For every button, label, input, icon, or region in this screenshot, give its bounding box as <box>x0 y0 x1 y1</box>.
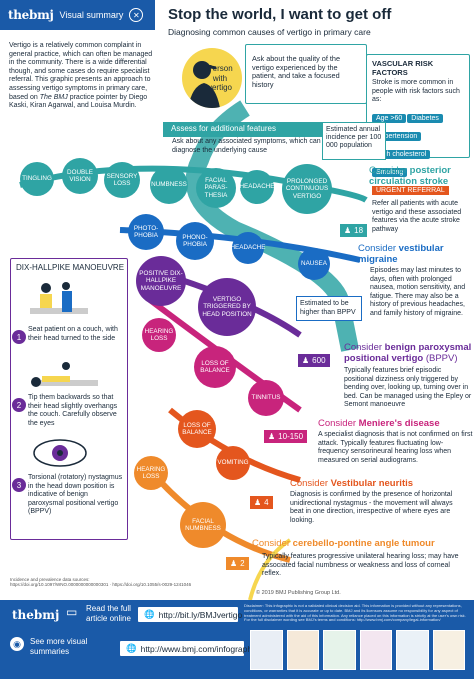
person-silhouette-icon: ♟ <box>268 432 276 441</box>
thumbnail[interactable] <box>432 630 465 670</box>
step-number: 1 <box>12 330 26 344</box>
dix-step-text: Tip them backwards so that their head sl… <box>28 394 118 427</box>
dix-step-text: Seat patient on a couch, with their head… <box>28 326 118 342</box>
symptom-bubble: POSITIVE DIX-HALLPIKE MANOEUVRE <box>136 256 186 306</box>
page-subtitle: Diagnosing common causes of vertigo in p… <box>168 27 371 37</box>
more-summaries-label: See more visual summaries <box>30 637 88 656</box>
intro-text: Vertigo is a relatively common complaint… <box>9 42 153 110</box>
stroke-stat: ♟18 <box>340 224 368 237</box>
condition-neuritis-heading: Consider Vestibular neuritis <box>290 478 414 489</box>
condition-stroke-heading: Consider posterior circulation stroke <box>369 165 451 187</box>
risk-title: VASCULAR RISK FACTORS <box>372 59 434 77</box>
risk-pill: Smoking <box>372 167 408 177</box>
symptom-bubble: PHONO-PHOBIA <box>176 222 214 260</box>
computer-icon: ▭ <box>66 605 78 619</box>
symptom-bubble: FACIAL PARAS-THESIA <box>196 168 236 208</box>
symptom-bubble: HEARING LOSS <box>142 318 176 352</box>
risk-pill: Age >60 <box>372 113 407 123</box>
sources: Incidence and prevalence data sources:ht… <box>10 577 192 588</box>
copyright: © 2019 BMJ Publishing Group Ltd. <box>256 590 341 596</box>
thumbnail[interactable] <box>359 630 392 670</box>
bppv-stat: ♟600 <box>298 354 330 367</box>
close-circle-icon: ✕ <box>129 8 144 22</box>
footer-bmj-logo: thebmj <box>12 608 60 622</box>
tumour-stat: ♟2 <box>226 557 249 570</box>
person-silhouette-icon: ♟ <box>344 226 352 235</box>
symptom-bubble: TINGLING <box>20 162 54 196</box>
more-summaries-link[interactable]: 🌐http://www.bmj.com/infographics <box>120 641 262 656</box>
incidence-box: Estimated annual incidence per 100 000 p… <box>322 122 386 160</box>
eye-nystagmus-illustration <box>33 439 87 467</box>
condition-meniere-desc: A specialist diagnosis that is not confi… <box>318 431 473 464</box>
page-title: Stop the world, I want to get off <box>168 6 392 23</box>
person-illustration <box>182 48 242 108</box>
assess-text: Ask about any associated symptoms, which… <box>172 138 344 154</box>
neuritis-stat: ♟4 <box>250 496 273 509</box>
risk-text: Stroke is more common in people with ris… <box>372 79 460 103</box>
symptom-bubble: LOSS OF BALANCE <box>178 410 216 448</box>
migraine-note: Estimated to be higher than BPPV <box>296 296 362 321</box>
condition-bppv-heading: Consider benign paroxysmal positional ve… <box>344 342 472 364</box>
person-label: Person with vertigo <box>207 64 233 92</box>
person-silhouette-icon: ♟ <box>302 356 310 365</box>
condition-tumour-desc: Typically features progressive unilatera… <box>262 553 459 577</box>
person-silhouette-icon: ♟ <box>230 559 238 568</box>
step-number: 2 <box>12 398 26 412</box>
dix-step-text: Torsional (rotatory) nystagmus in the he… <box>28 474 123 515</box>
symptom-bubble: NUMBNESS <box>150 166 188 204</box>
bmj-logo: thebmj <box>8 8 54 22</box>
symptom-bubble: HEADACHE <box>240 170 275 204</box>
symptom-bubble: FACIAL NUMBNESS <box>180 502 226 548</box>
thumbnail[interactable] <box>250 630 283 670</box>
dix-title: DIX-HALLPIKE MANOEUVRE <box>16 263 125 272</box>
symptom-bubble: TINNITUS <box>248 380 284 416</box>
read-article-link[interactable]: 🌐http://bit.ly/BMJvertigo <box>138 607 242 622</box>
condition-neuritis-desc: Diagnosis is confirmed by the presence o… <box>290 491 453 524</box>
eye-icon: ◉ <box>10 637 24 651</box>
thumbnail[interactable] <box>323 630 356 670</box>
read-article-label: Read the full article online <box>86 604 131 623</box>
condition-migraine-heading: Consider vestibular migraine <box>358 243 444 265</box>
step-number: 3 <box>12 478 26 492</box>
condition-tumour-heading: Consider cerebello-pontine angle tumour <box>252 538 435 549</box>
header-label: Visual summary <box>59 10 124 20</box>
condition-bppv-desc: Typically features brief episodic positi… <box>344 367 472 408</box>
condition-meniere-heading: Consider Meniere's disease <box>318 418 440 429</box>
symptom-bubble: LOSS OF BALANCE <box>194 346 236 388</box>
assess-title: Assess for additional features <box>163 122 350 137</box>
symptom-bubble: PHOTO-PHOBIA <box>128 214 164 250</box>
thumbnail-strip <box>250 630 465 670</box>
seated-patient-illustration <box>30 282 88 314</box>
thumbnail[interactable] <box>396 630 429 670</box>
symptom-bubble: PROLONGED CONTINUOUS VERTIGO <box>282 164 332 214</box>
symptom-bubble: HEADACHE <box>231 232 266 264</box>
reclined-patient-illustration <box>31 362 98 387</box>
urgent-referral-badge: URGENT REFERRAL <box>372 186 449 195</box>
symptom-bubble: SENSORY LOSS <box>104 162 140 198</box>
disclaimer: Disclaimer: This infographic is not a va… <box>244 603 466 623</box>
risk-factors-box: VASCULAR RISK FACTORS Stroke is more com… <box>366 54 470 177</box>
condition-stroke-desc: Refer all patients with acute vertigo an… <box>372 200 462 233</box>
person-silhouette-icon <box>188 61 220 108</box>
symptom-bubble: VOMITING <box>216 446 250 480</box>
symptom-bubble: DOUBLE VISION <box>62 158 98 194</box>
symptom-bubble: VERTIGO TRIGGERED BY HEAD POSITION <box>198 278 256 336</box>
symptom-bubble: HEARING LOSS <box>134 456 168 490</box>
thumbnail[interactable] <box>286 630 319 670</box>
meniere-stat: ♟10-150 <box>264 430 308 443</box>
dix-hallpike-box <box>10 258 128 540</box>
condition-migraine-desc: Episodes may last minutes to days, often… <box>370 267 466 317</box>
person-silhouette-icon: ♟ <box>254 498 262 507</box>
symptom-bubble: NAUSEA <box>298 248 330 280</box>
header-bar: thebmj Visual summary ✕ <box>0 0 155 30</box>
risk-pill: Hypertension <box>372 131 422 141</box>
ask-quality-box: Ask about the quality of the vertigo exp… <box>245 44 367 104</box>
risk-pill: Diabetes <box>407 113 443 123</box>
globe-icon: 🌐 <box>126 643 137 653</box>
globe-icon: 🌐 <box>144 609 155 619</box>
risk-pill: High cholesterol <box>372 149 431 159</box>
